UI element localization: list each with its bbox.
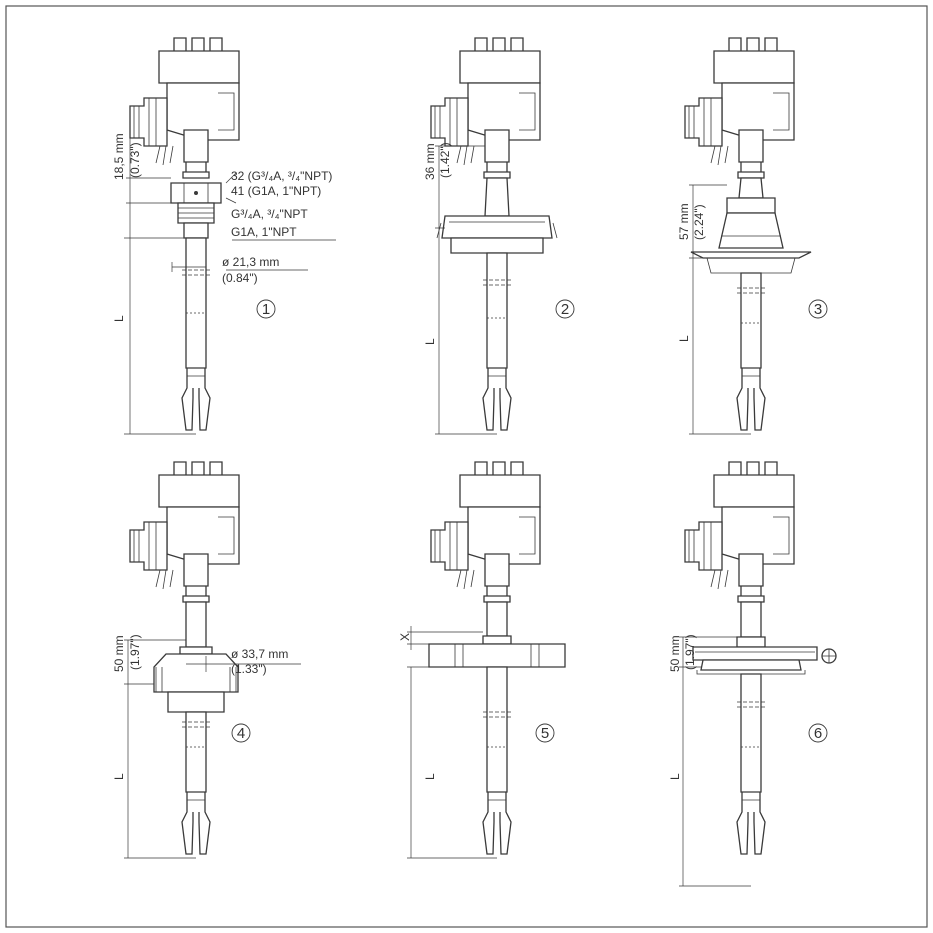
v5-marker: 5 <box>535 723 555 743</box>
v4-dia-in: (1.33") <box>231 662 267 676</box>
v1-wrench-b: 41 (G1A, 1"NPT) <box>231 184 321 198</box>
v6-marker: 6 <box>808 723 828 743</box>
svg-text:6: 6 <box>814 725 822 742</box>
v3-length-label: L <box>677 335 691 342</box>
svg-text:5: 5 <box>541 725 549 742</box>
v2-marker: 2 <box>555 299 575 319</box>
v5-length-label: L <box>423 773 437 780</box>
v1-thread-b: G1A, 1"NPT <box>231 225 297 239</box>
v3-marker: 3 <box>808 299 828 319</box>
svg-text:4: 4 <box>237 725 245 742</box>
variant-5-flange <box>407 461 566 859</box>
drawing-frame <box>5 5 928 928</box>
v1-marker: 1 <box>256 299 276 319</box>
v1-wrench-a: 32 (G³/₄A, ³/₄"NPT) <box>231 169 332 183</box>
v1-dia-mm: ø 21,3 mm <box>222 255 279 269</box>
v4-marker: 4 <box>231 723 251 743</box>
variant-6-mounting <box>679 461 837 887</box>
v3-dim-in: (2.24") <box>692 204 706 240</box>
v5-dim-x: X <box>398 633 412 641</box>
v6-dim-in: (1.97") <box>683 634 697 670</box>
v1-length-label: L <box>112 315 126 322</box>
variant-4-tube-clamp <box>124 461 301 859</box>
v1-dim-in: (0.73") <box>128 142 142 178</box>
v6-length-label: L <box>668 773 682 780</box>
v2-dim-mm: 36 mm <box>423 143 437 180</box>
v2-length-label: L <box>423 338 437 345</box>
v4-dim-mm: 50 mm <box>112 635 126 672</box>
variant-3-hygienic <box>684 37 812 435</box>
svg-text:3: 3 <box>814 301 822 318</box>
v6-dim-mm: 50 mm <box>668 635 682 672</box>
v4-dia-mm: ø 33,7 mm <box>231 647 288 661</box>
v4-dim-in: (1.97") <box>128 634 142 670</box>
v4-length-label: L <box>112 773 126 780</box>
v1-dia-in: (0.84") <box>222 271 258 285</box>
v1-thread-a: G³/₄A, ³/₄"NPT <box>231 207 308 221</box>
svg-text:1: 1 <box>262 301 270 318</box>
variant-1-threaded <box>124 37 336 435</box>
svg-text:2: 2 <box>561 301 569 318</box>
v1-dim-mm: 18,5 mm <box>112 133 126 180</box>
variant-2-clamp <box>430 37 558 435</box>
v3-dim-mm: 57 mm <box>677 203 691 240</box>
v2-dim-in: (1.42") <box>438 142 452 178</box>
